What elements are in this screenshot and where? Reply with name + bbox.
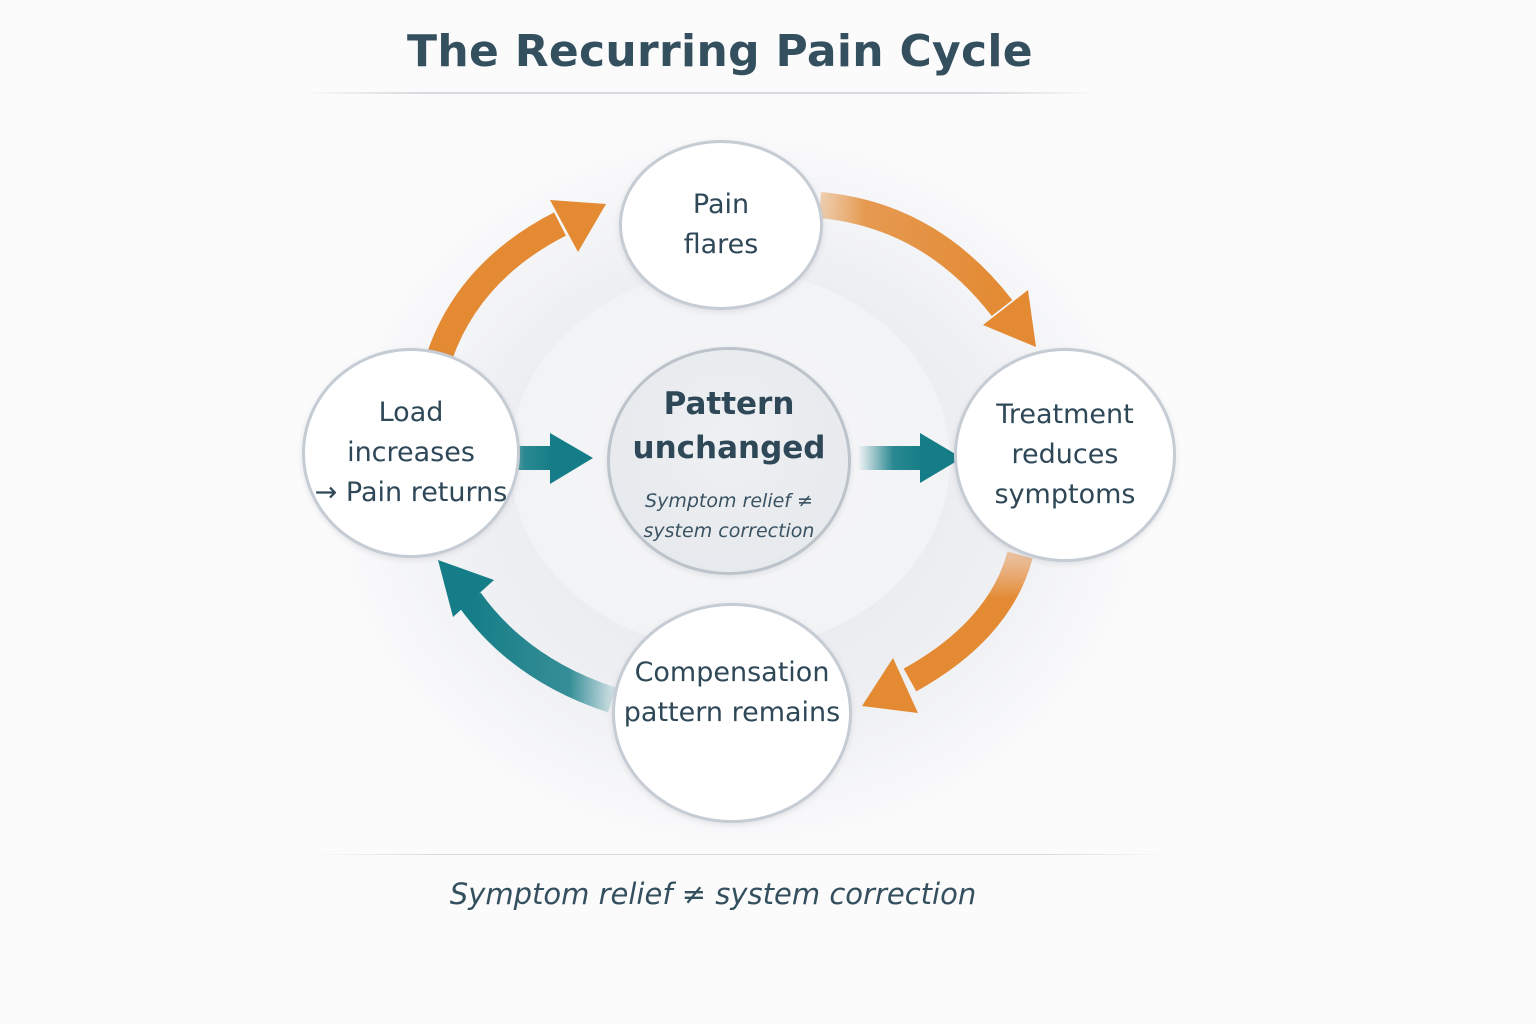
node-label: symptoms (994, 479, 1136, 510)
node-label: pattern remains (623, 697, 841, 728)
arrow-head (550, 433, 593, 484)
node-label: → Pain returns (314, 477, 508, 508)
tagline: Symptom relief ≠ system correction (449, 877, 977, 911)
node-label: Treatment (996, 399, 1134, 430)
node-sublabel: Symptom relief ≠ system correction (644, 486, 815, 546)
arrow-pain-to-treatment (818, 192, 1036, 347)
node-label: Pain (692, 189, 750, 220)
node-label: flares (683, 229, 759, 260)
curved-arrow-shaft (459, 592, 617, 713)
arrow-head (920, 433, 962, 483)
node-label: unchanged (632, 430, 826, 466)
page-title: The Recurring Pain Cycle (407, 26, 1033, 77)
arrow-pattern-to-treatment (858, 433, 962, 483)
title-divider (300, 92, 1100, 94)
node-pain-flares: Pain flares (619, 140, 823, 310)
arrow-treatment-to-compensation (862, 551, 1033, 713)
sublabel-line: Symptom relief ≠ (645, 490, 813, 512)
node-pattern-unchanged: Pattern unchanged Symptom relief ≠ syste… (607, 347, 851, 575)
curved-arrow-shaft (903, 551, 1033, 692)
arrow-head (438, 560, 494, 617)
arrow-head (550, 200, 606, 252)
arrow-head (983, 290, 1036, 347)
footer-divider (310, 854, 1170, 855)
node-load-increases: Load increases → Pain returns (302, 348, 520, 558)
sublabel-line: system correction (643, 520, 815, 542)
arrow-load-to-pain (427, 200, 606, 360)
node-treatment-reduces-symptoms: Treatment reduces symptoms (954, 348, 1176, 562)
arrow-head (862, 658, 918, 713)
curved-arrow-shaft (427, 212, 566, 360)
node-label: increases (347, 437, 475, 468)
straight-arrow-shaft (858, 446, 922, 470)
node-label: Compensation (634, 657, 830, 688)
curved-arrow-shaft (818, 192, 1013, 317)
arrow-compensation-to-load (438, 560, 617, 713)
node-compensation-pattern: Compensation pattern remains (612, 603, 852, 823)
node-label: Load (378, 397, 444, 428)
node-label: Pattern (663, 386, 795, 422)
node-label: reduces (1011, 439, 1119, 470)
